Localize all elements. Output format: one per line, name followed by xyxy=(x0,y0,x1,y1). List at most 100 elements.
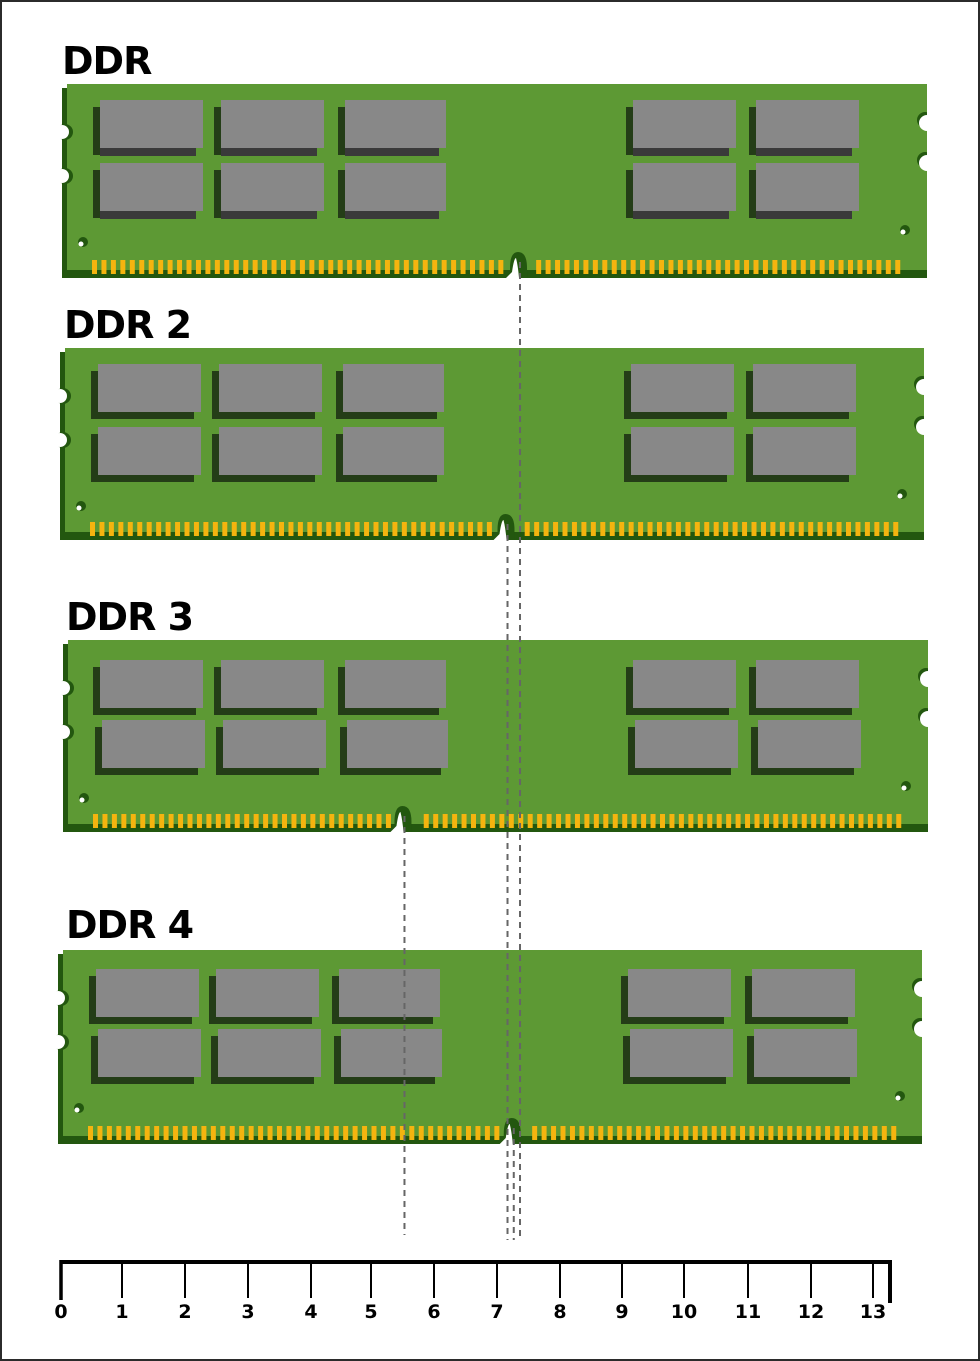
gold-contact-pin xyxy=(291,814,297,828)
gold-contact-pin xyxy=(853,1126,859,1140)
gold-contact-pin xyxy=(452,814,458,828)
memory-chip xyxy=(343,427,444,475)
gold-contact-pin xyxy=(740,1126,746,1140)
gold-contact-pin xyxy=(269,522,275,536)
gold-contact-pin xyxy=(862,1126,868,1140)
memory-chip xyxy=(754,1029,857,1077)
gold-contact-pin xyxy=(649,260,655,274)
gold-contact-pin xyxy=(252,260,258,274)
gold-contact-pin xyxy=(603,814,609,828)
gold-contact-pin xyxy=(874,522,880,536)
gold-contact-pin xyxy=(401,522,407,536)
gold-contact-pin xyxy=(329,814,335,828)
gold-contact-pin xyxy=(532,1126,538,1140)
gold-contact-pin xyxy=(371,1126,377,1140)
gold-contact-pin xyxy=(864,522,870,536)
gold-contact-pin xyxy=(345,522,351,536)
memory-chip xyxy=(345,163,446,211)
gold-contact-pin xyxy=(140,814,146,828)
memory-chip xyxy=(752,969,855,1017)
gold-contact-pin xyxy=(101,260,107,274)
gold-contact-pin xyxy=(337,260,343,274)
gold-contact-pin xyxy=(328,260,334,274)
memory-chip xyxy=(345,100,446,148)
gold-contact-pin xyxy=(641,814,647,828)
gold-contact-pin xyxy=(763,814,769,828)
gold-contact-pin xyxy=(420,522,426,536)
ruler-label-3: 3 xyxy=(241,1301,255,1323)
gold-contact-pin xyxy=(156,522,162,536)
memory-chip xyxy=(630,1029,733,1077)
gold-contact-pin xyxy=(348,814,354,828)
gold-contact-pin xyxy=(645,1126,651,1140)
side-clip-notch xyxy=(51,1035,65,1049)
key-notch xyxy=(493,520,507,540)
gold-contact-pin xyxy=(210,1126,216,1140)
gold-contact-pin xyxy=(224,260,230,274)
gold-contact-pin xyxy=(885,260,891,274)
gold-contact-pin xyxy=(696,260,702,274)
gold-contact-pin xyxy=(184,522,190,536)
gold-contact-pin xyxy=(895,260,901,274)
gold-contact-pin xyxy=(178,814,184,828)
gold-contact-pin xyxy=(165,522,171,536)
gold-contact-pin xyxy=(318,260,324,274)
gold-contact-pin xyxy=(399,1126,405,1140)
gold-contact-pin xyxy=(376,814,382,828)
gold-contact-pin xyxy=(588,1126,594,1140)
gold-contact-pin xyxy=(883,522,889,536)
gold-contact-pin xyxy=(93,814,98,828)
gold-contact-pin xyxy=(129,260,135,274)
gold-contact-pin xyxy=(796,1126,802,1140)
gold-contact-pin xyxy=(307,522,313,536)
gold-contact-pin xyxy=(745,814,751,828)
memory-chip xyxy=(347,720,448,768)
gold-contact-pin xyxy=(356,260,362,274)
memory-chip xyxy=(633,163,736,211)
gold-contact-pin xyxy=(792,814,798,828)
gold-contact-pin xyxy=(579,1126,585,1140)
ruler-label-2: 2 xyxy=(178,1301,192,1323)
gold-contact-pin xyxy=(316,522,322,536)
gold-contact-pin xyxy=(382,522,388,536)
gold-contact-pin xyxy=(858,814,864,828)
gold-contact-pin xyxy=(475,1126,481,1140)
memory-chip xyxy=(753,364,856,412)
gold-contact-pin xyxy=(753,260,759,274)
gold-contact-pin xyxy=(704,522,710,536)
memory-chip xyxy=(345,660,446,708)
gold-contact-pin xyxy=(108,522,114,536)
gold-contact-pin xyxy=(768,1126,774,1140)
gold-contact-pin xyxy=(721,1126,727,1140)
gold-contact-pin xyxy=(677,260,683,274)
gold-contact-pin xyxy=(225,814,231,828)
gold-contact-pin xyxy=(553,522,559,536)
gold-contact-pin xyxy=(243,260,249,274)
gold-contact-pin xyxy=(673,1126,679,1140)
gold-contact-pin xyxy=(770,522,776,536)
gold-contact-pin xyxy=(110,260,116,274)
gold-contact-pin xyxy=(666,522,672,536)
memory-chip xyxy=(339,969,440,1017)
gold-contact-pin xyxy=(551,1126,557,1140)
module-title-ddr: DDR xyxy=(62,39,152,83)
gold-contact-pin xyxy=(815,1126,821,1140)
side-clip-notch xyxy=(55,169,69,183)
gold-contact-pin xyxy=(573,260,579,274)
gold-contact-pin xyxy=(732,522,738,536)
gold-contact-pin xyxy=(896,814,902,828)
gold-contact-pin xyxy=(569,1126,575,1140)
memory-chip xyxy=(756,163,859,211)
gold-contact-pin xyxy=(212,522,218,536)
gold-contact-pin xyxy=(477,522,483,536)
gold-contact-pin xyxy=(742,522,748,536)
gold-contact-pin xyxy=(657,522,662,536)
gold-contact-pin xyxy=(800,260,806,274)
gold-contact-pin xyxy=(839,814,845,828)
gold-contact-pin xyxy=(290,260,296,274)
gold-contact-pin xyxy=(413,260,419,274)
gold-contact-pin xyxy=(590,522,596,536)
gold-contact-pin xyxy=(300,814,306,828)
gold-contact-pin xyxy=(234,814,240,828)
gold-contact-pin xyxy=(282,814,287,828)
